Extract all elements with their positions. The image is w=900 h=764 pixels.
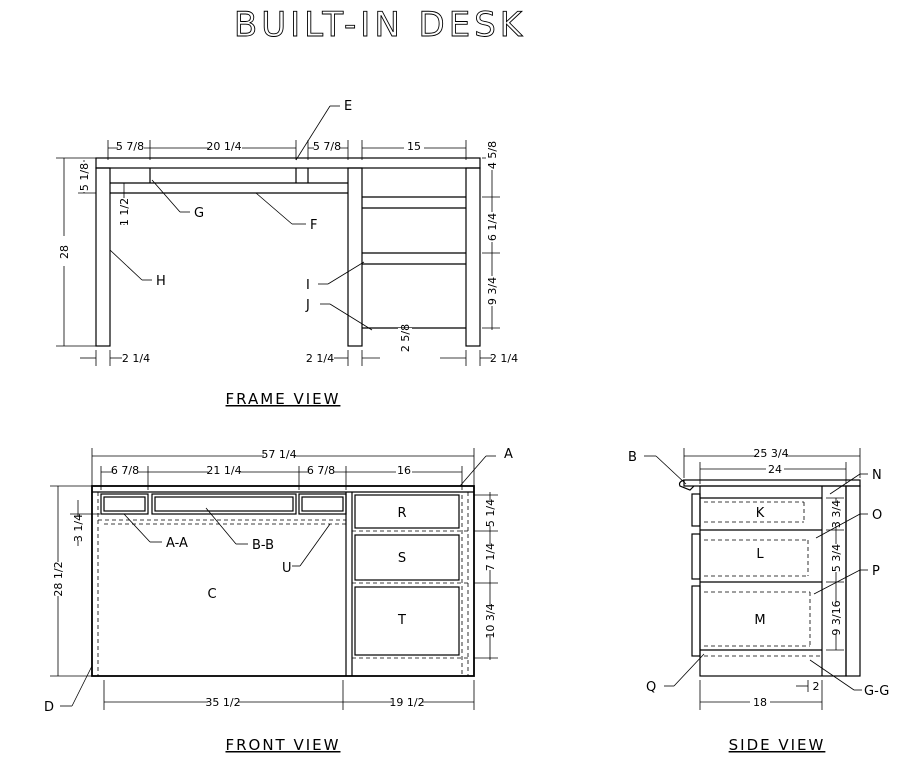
label-frame-e: E: [344, 99, 352, 114]
dim-frame-bottom-mid: 2 1/4: [306, 352, 334, 365]
front-drawer-r: [354, 494, 460, 529]
label-side-q: Q: [646, 680, 656, 695]
label-front-a: A: [504, 447, 513, 462]
dim-side-inner: 24: [768, 463, 782, 476]
dim-frame-bottom-rail: 2 5/8: [399, 324, 412, 352]
dim-frame-gap: 1 1/2: [118, 198, 131, 226]
view-title-frame: FRAME VIEW: [226, 390, 341, 408]
side-view: K L M 25 3/4 24 3 3/4 5 3/4 9 3/16 18: [628, 444, 889, 754]
frame-left-leg: [95, 167, 111, 347]
dim-side-l: 5 3/4: [830, 544, 843, 572]
dim-front-r3: 10 3/4: [484, 603, 497, 638]
label-frame-f: F: [310, 218, 317, 233]
dim-frame-bottom-left: 2 1/4: [122, 352, 150, 365]
label-side-gg: G-G: [864, 684, 889, 699]
side-frame: [699, 485, 847, 677]
frame-top: [95, 157, 481, 169]
dim-front-height: 28 1/2: [52, 561, 65, 596]
label-frame-g: G: [194, 206, 204, 221]
dim-frame-height: 28: [58, 245, 71, 259]
drawing-title: BUILT-IN DESK: [234, 5, 526, 45]
front-outline: [91, 485, 475, 677]
label-side-k: K: [756, 506, 765, 521]
frame-pedestal-left: [347, 167, 363, 347]
dim-frame-right-top: 4 5/8: [486, 141, 499, 169]
dim-frame-top-left: 5 7/8: [116, 140, 144, 153]
dim-front-bottom-right: 19 1/2: [389, 696, 424, 709]
label-front-d: D: [44, 700, 54, 715]
dim-front-d3: 6 7/8: [307, 464, 335, 477]
front-drawer-t: [354, 586, 460, 656]
label-side-p: P: [872, 564, 880, 579]
dim-frame-right-low: 9 3/4: [486, 277, 499, 305]
dim-front-r2: 7 1/4: [484, 543, 497, 571]
label-front-bb: B-B: [252, 538, 274, 553]
front-drawer-s: [354, 534, 460, 581]
front-view: R S T C 57 1/4 6 7/8 21 1/4 6 7/8 16 28 …: [44, 445, 513, 754]
dim-side-offset: 2: [813, 680, 820, 693]
dim-side-k: 3 3/4: [830, 500, 843, 528]
front-drawer-center: [151, 493, 297, 515]
label-side-m: M: [754, 613, 765, 628]
dim-front-bottom-left: 35 1/2: [205, 696, 240, 709]
dim-front-d1: 6 7/8: [111, 464, 139, 477]
label-side-b: B: [628, 450, 637, 465]
dim-frame-right-mid: 6 1/4: [486, 213, 499, 241]
dim-side-depth: 18: [753, 696, 767, 709]
dim-front-overall: 57 1/4: [261, 448, 296, 461]
dim-side-m: 9 3/16: [830, 600, 843, 635]
label-front-c: C: [207, 587, 216, 602]
label-front-s: S: [398, 551, 406, 566]
dim-frame-top-mid: 20 1/4: [206, 140, 241, 153]
label-front-u: U: [282, 561, 292, 576]
label-frame-j: J: [305, 298, 310, 313]
dim-side-overall: 25 3/4: [753, 447, 788, 460]
label-frame-i: I: [306, 278, 310, 293]
dim-front-d4: 16: [397, 464, 411, 477]
frame-pedestal-right: [465, 167, 481, 347]
label-front-aa: A-A: [166, 536, 188, 551]
dim-front-apron: 3 1/4: [72, 514, 85, 542]
view-title-front: FRONT VIEW: [225, 736, 340, 754]
dim-front-d2: 21 1/4: [206, 464, 241, 477]
dim-frame-apron: 5 1/8: [78, 163, 91, 191]
label-frame-h: H: [156, 274, 166, 289]
label-side-n: N: [872, 468, 882, 483]
view-title-side: SIDE VIEW: [729, 736, 826, 754]
label-front-r: R: [397, 506, 406, 521]
dim-frame-bottom-right: 2 1/4: [490, 352, 518, 365]
side-top: [683, 479, 861, 487]
label-side-o: O: [872, 508, 882, 523]
dim-frame-top-right: 5 7/8: [313, 140, 341, 153]
label-side-l: L: [756, 547, 764, 562]
dim-frame-drawer: 15: [407, 140, 421, 153]
label-front-t: T: [397, 613, 406, 628]
dim-front-r1: 5 1/4: [484, 499, 497, 527]
frame-view: 5 7/8 20 1/4 5 7/8 15 4 5/8 6 1/4 9 3/4 …: [56, 99, 518, 408]
